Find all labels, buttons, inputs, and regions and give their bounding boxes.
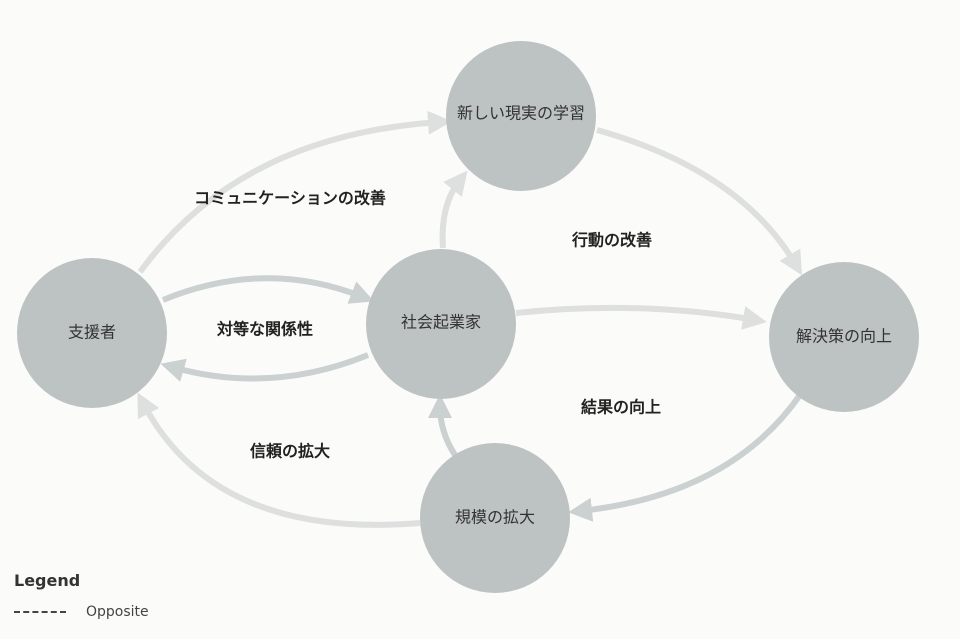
- edge-label-equal: 対等な関係性: [216, 320, 313, 339]
- edge-supporter-learning: [137, 110, 452, 274]
- edge-label-results: 結果の向上: [581, 398, 661, 417]
- edge-supporter-entrepreneur: [161, 275, 375, 304]
- dashed-line-icon: [14, 611, 66, 613]
- edge-label-trust: 信頼の拡大: [250, 442, 330, 461]
- node-supporter[interactable]: 支援者: [17, 258, 167, 408]
- edge-label-communication: コミュニケーションの改善: [194, 189, 386, 208]
- node-solution[interactable]: 解決策の向上: [769, 262, 919, 412]
- edge-scale-entrepreneur: [428, 394, 458, 457]
- node-label: 規模の拡大: [455, 508, 535, 527]
- edge-entrepreneur-learning: [439, 170, 468, 249]
- legend-item-opposite: Opposite: [14, 604, 149, 620]
- edge-entrepreneur-solution: [515, 304, 767, 330]
- legend-title: Legend: [14, 571, 81, 590]
- edge-learning-solution: [596, 127, 803, 276]
- node-learning[interactable]: 新しい現実の学習: [446, 41, 596, 191]
- edge-entrepreneur-supporter: [160, 352, 370, 382]
- node-label: 新しい現実の学習: [457, 104, 585, 123]
- node-label: 社会起業家: [401, 313, 481, 332]
- edge-solution-scale: [568, 393, 803, 522]
- node-scale[interactable]: 規模の拡大: [420, 443, 570, 593]
- edge-label-action: 行動の改善: [571, 231, 652, 250]
- edge-scale-supporter: [137, 392, 421, 528]
- legend-item-label: Opposite: [86, 604, 149, 620]
- node-label: 支援者: [68, 323, 116, 342]
- node-label: 解決策の向上: [796, 327, 892, 346]
- node-entrepreneur[interactable]: 社会起業家: [366, 249, 516, 399]
